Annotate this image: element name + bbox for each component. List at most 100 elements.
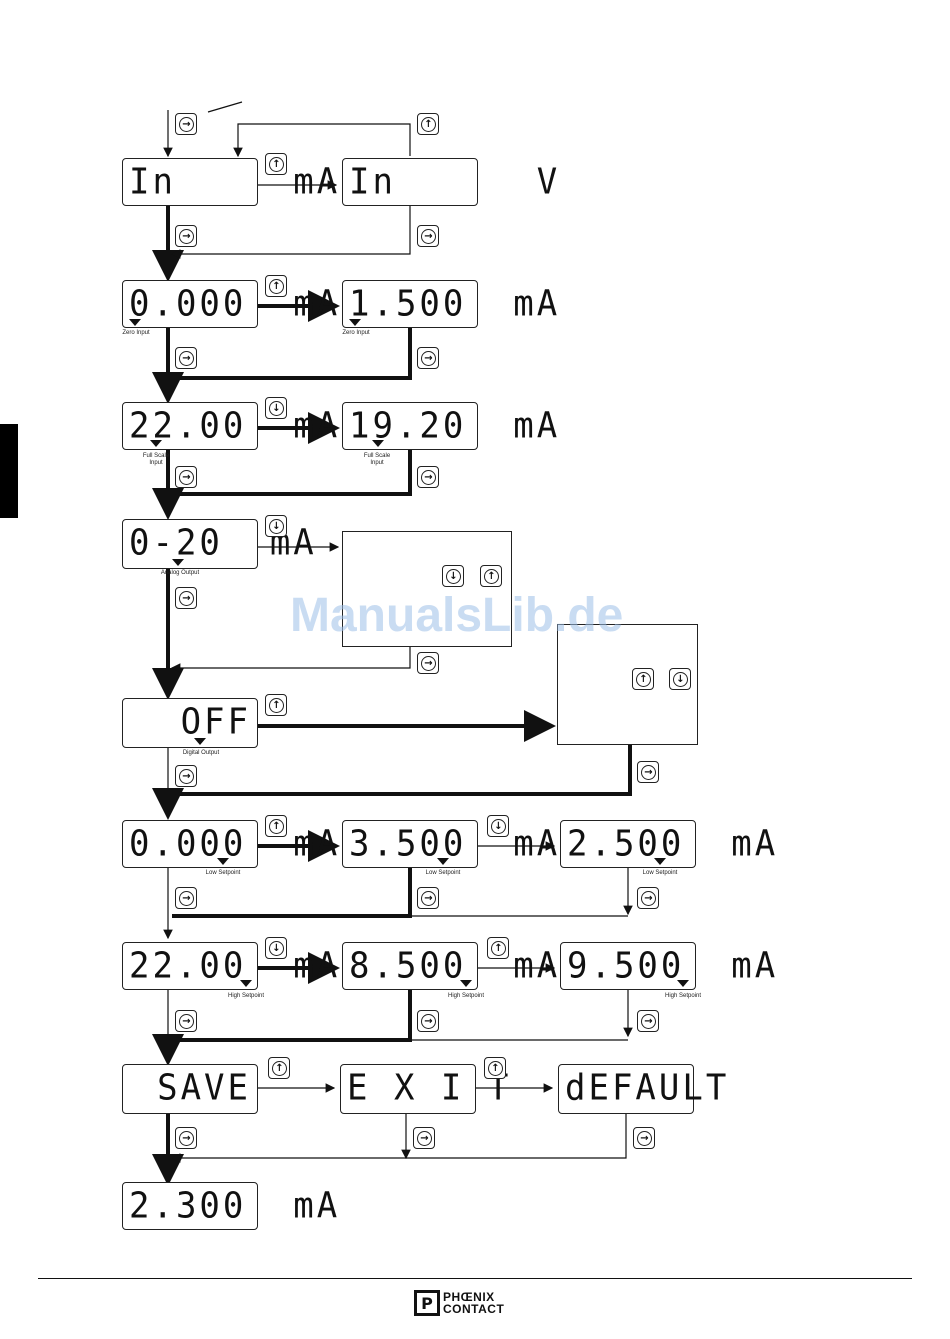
enter-arrow-icon: → xyxy=(179,891,194,906)
up-key[interactable]: ↑ xyxy=(265,153,287,175)
footer-divider xyxy=(38,1278,912,1279)
indicator-arrow-icon xyxy=(150,440,162,447)
up-arrow-icon: ↑ xyxy=(272,1061,287,1076)
indicator-arrow-icon xyxy=(349,319,361,326)
indicator-arrow-icon xyxy=(217,858,229,865)
enter-key[interactable]: → xyxy=(417,887,439,909)
display-default: dEFAULT xyxy=(558,1064,726,1114)
indicator-arrow-icon xyxy=(654,858,666,865)
enter-arrow-icon: → xyxy=(179,351,194,366)
enter-key[interactable]: → xyxy=(175,1010,197,1032)
down-arrow-icon: ↓ xyxy=(673,672,688,687)
display-low-setpoint-default: 0.000 mA xyxy=(122,820,341,868)
enter-key[interactable]: → xyxy=(175,587,197,609)
display-fullscale-default: 22.00 mA xyxy=(122,402,341,450)
display-text: 2.300 mA xyxy=(129,1185,341,1227)
down-arrow-icon: ↓ xyxy=(269,941,284,956)
display-analog-output: 0-20 mA xyxy=(122,519,314,569)
enter-key[interactable]: → xyxy=(175,347,197,369)
caption-low-setpoint: Low Setpoint xyxy=(205,870,241,876)
enter-arrow-icon: → xyxy=(641,891,656,906)
indicator-arrow-icon xyxy=(172,559,184,566)
enter-key[interactable]: → xyxy=(175,113,197,135)
down-key[interactable]: ↓ xyxy=(442,565,464,587)
enter-arrow-icon: → xyxy=(421,1014,436,1029)
enter-key[interactable]: → xyxy=(637,887,659,909)
up-arrow-icon: ↑ xyxy=(269,819,284,834)
down-key[interactable]: ↓ xyxy=(265,397,287,419)
down-key[interactable]: ↓ xyxy=(669,668,691,690)
up-key[interactable]: ↑ xyxy=(268,1057,290,1079)
down-arrow-icon: ↓ xyxy=(446,569,461,584)
display-text: 1.500 mA xyxy=(349,283,561,325)
enter-arrow-icon: → xyxy=(179,1131,194,1146)
display-text: SAVE xyxy=(157,1066,251,1109)
enter-key[interactable]: → xyxy=(417,466,439,488)
enter-arrow-icon: → xyxy=(179,470,194,485)
enter-key[interactable]: → xyxy=(175,765,197,787)
caption-high-setpoint: High Setpoint xyxy=(664,993,702,999)
enter-arrow-icon: → xyxy=(421,470,436,485)
display-input-type-ma: In mA xyxy=(122,158,341,206)
enter-key[interactable]: → xyxy=(175,1127,197,1149)
display-final-value: 2.300 mA xyxy=(122,1182,341,1230)
down-key[interactable]: ↓ xyxy=(487,815,509,837)
display-text: 3.500 mA xyxy=(349,823,561,865)
display-input-type-v: In V xyxy=(342,158,561,206)
up-arrow-icon: ↑ xyxy=(636,672,651,687)
up-key[interactable]: ↑ xyxy=(632,668,654,690)
enter-key[interactable]: → xyxy=(637,1010,659,1032)
up-arrow-icon: ↑ xyxy=(491,941,506,956)
down-key[interactable]: ↓ xyxy=(265,937,287,959)
watermark: ManualsLib.de xyxy=(290,589,624,642)
down-arrow-icon: ↓ xyxy=(269,519,284,534)
enter-key[interactable]: → xyxy=(413,1127,435,1149)
display-text: In V xyxy=(349,161,561,203)
display-text: 22.00 mA xyxy=(129,405,341,447)
logo-line-2: CONTACT xyxy=(443,1302,505,1316)
enter-arrow-icon: → xyxy=(641,1014,656,1029)
display-zero-input-set: 1.500 mA xyxy=(342,280,561,328)
logo-text: PHŒNIX CONTACT xyxy=(443,1291,504,1315)
up-key[interactable]: ↑ xyxy=(487,937,509,959)
display-exit: E X I T xyxy=(340,1064,508,1114)
enter-key[interactable]: → xyxy=(175,225,197,247)
enter-arrow-icon: → xyxy=(179,769,194,784)
enter-key[interactable]: → xyxy=(417,652,439,674)
up-key[interactable]: ↑ xyxy=(417,113,439,135)
enter-key[interactable]: → xyxy=(417,1010,439,1032)
display-high-setpoint-a: 8.500 mA xyxy=(342,942,561,990)
enter-arrow-icon: → xyxy=(641,765,656,780)
up-arrow-icon: ↑ xyxy=(484,569,499,584)
up-key[interactable]: ↑ xyxy=(265,694,287,716)
enter-key[interactable]: → xyxy=(417,347,439,369)
indicator-arrow-icon xyxy=(460,980,472,987)
enter-key[interactable]: → xyxy=(175,466,197,488)
display-text: 0.000 mA xyxy=(129,823,341,865)
enter-arrow-icon: → xyxy=(179,591,194,606)
enter-arrow-icon: → xyxy=(637,1131,652,1146)
up-key[interactable]: ↑ xyxy=(265,275,287,297)
up-key[interactable]: ↑ xyxy=(484,1057,506,1079)
indicator-arrow-icon xyxy=(372,440,384,447)
display-text: In mA xyxy=(129,161,341,203)
up-key[interactable]: ↑ xyxy=(265,815,287,837)
display-text: OFF xyxy=(180,700,251,743)
display-text: 22.00 mA xyxy=(129,945,341,987)
caption-full-scale-input: Full Scale Input xyxy=(142,453,170,466)
up-arrow-icon: ↑ xyxy=(488,1061,503,1076)
enter-arrow-icon: → xyxy=(421,229,436,244)
caption-high-setpoint: High Setpoint xyxy=(447,993,485,999)
enter-key[interactable]: → xyxy=(633,1127,655,1149)
down-key[interactable]: ↓ xyxy=(265,515,287,537)
enter-arrow-icon: → xyxy=(179,229,194,244)
up-key[interactable]: ↑ xyxy=(480,565,502,587)
enter-key[interactable]: → xyxy=(637,761,659,783)
display-text: 8.500 mA xyxy=(349,945,561,987)
enter-key[interactable]: → xyxy=(417,225,439,247)
section-tab-marker xyxy=(0,424,18,518)
indicator-arrow-icon xyxy=(240,980,252,987)
enter-key[interactable]: → xyxy=(175,887,197,909)
caption-digital-output: Digital Output xyxy=(182,750,220,756)
